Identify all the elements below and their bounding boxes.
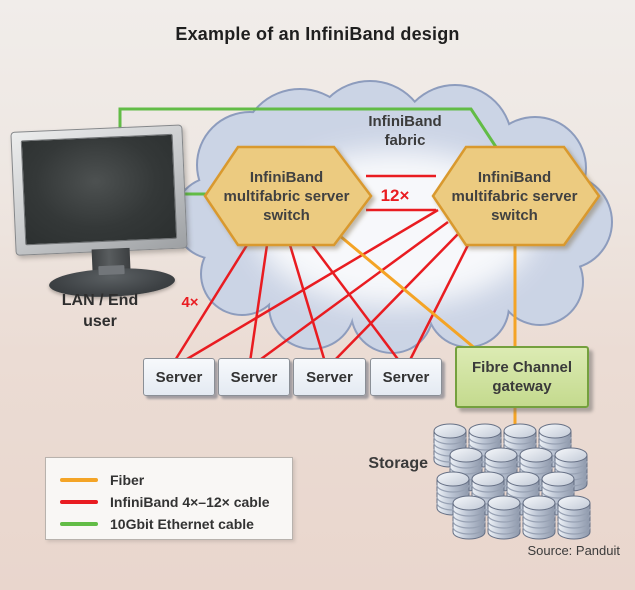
monitor-frame — [10, 124, 188, 256]
gateway-label-line1: Fibre Channel — [471, 359, 572, 376]
monitor-screen — [20, 133, 178, 246]
storage-disk — [522, 495, 556, 540]
server-3-label: Server — [306, 368, 353, 386]
right-switch-label-line2: multifabric server — [451, 188, 578, 205]
link-12x-label: 12× — [380, 186, 410, 205]
legend-item-infiniband-cable: InfiniBand 4×–12× cable — [60, 491, 282, 513]
legend-ethernet-label: 10Gbit Ethernet cable — [110, 516, 254, 532]
server-box-4: Server — [370, 358, 442, 396]
fibre-channel-gateway-box: Fibre Channel gateway — [455, 346, 589, 408]
link-4x-label: 4× — [181, 294, 199, 311]
left-switch-label: InfiniBand multifabric server switch — [204, 168, 369, 225]
left-switch-hexagon — [203, 145, 373, 247]
lan-end-user-label: LAN / End user — [40, 290, 160, 332]
cable-leftswitch-server1 — [172, 244, 249, 363]
storage-label: Storage — [368, 455, 428, 472]
lan-label-line1: LAN / End — [61, 292, 139, 309]
cable-rightswitch-server3 — [332, 233, 459, 363]
lan-end-user-monitor — [10, 124, 193, 302]
server-box-2: Server — [218, 358, 290, 396]
legend-item-ethernet-cable: 10Gbit Ethernet cable — [60, 513, 282, 535]
server-box-3: Server — [293, 358, 366, 396]
cable-leftswitch-server2 — [248, 244, 269, 363]
storage-disk — [557, 495, 591, 540]
infiniband-cable-swatch — [60, 500, 98, 504]
right-switch-label: InfiniBand multifabric server switch — [432, 168, 597, 225]
fiber-line-swatch — [60, 478, 98, 482]
gateway-label-line2: gateway — [492, 378, 552, 395]
right-switch-label-line1: InfiniBand — [477, 169, 552, 186]
fabric-label: InfiniBand fabric — [352, 112, 458, 150]
server-4-label: Server — [382, 368, 430, 386]
fiber-leftswitch-gateway — [339, 234, 478, 352]
cable-rightswitch-server1 — [181, 208, 439, 364]
lan-label-line2: user — [83, 313, 117, 330]
right-switch-label-line3: switch — [491, 207, 538, 224]
cable-rightswitch-server4 — [407, 244, 470, 363]
storage-disk — [452, 495, 486, 540]
fabric-label-line1: InfiniBand — [368, 113, 442, 130]
server-1-label: Server — [155, 368, 203, 386]
ethernet-lan-rightswitch — [118, 107, 498, 148]
infiniband-cables — [172, 174, 470, 364]
ethernet-cable-swatch — [60, 522, 98, 526]
diagram-title: Example of an InfiniBand design — [175, 24, 460, 44]
cable-leftswitch-server4 — [311, 244, 401, 363]
source-credit: Source: Panduit — [527, 543, 620, 558]
legend-fiber-label: Fiber — [110, 472, 145, 488]
left-switch-label-line1: InfiniBand — [249, 169, 324, 186]
cable-leftswitch-server3 — [288, 244, 327, 363]
monitor-stand-highlight — [98, 265, 125, 276]
left-switch-label-line3: switch — [263, 207, 310, 224]
right-switch-hexagon — [431, 145, 601, 247]
fabric-label-line2: fabric — [384, 132, 426, 149]
legend-infiniband-label: InfiniBand 4×–12× cable — [110, 494, 270, 510]
storage-disk-array — [433, 423, 591, 540]
left-switch-label-line2: multifabric server — [223, 188, 350, 205]
fiber-lines — [339, 234, 517, 427]
server-2-label: Server — [230, 368, 278, 386]
cable-rightswitch-server2 — [256, 220, 449, 364]
legend-item-fiber: Fiber — [60, 469, 282, 491]
legend-box: Fiber InfiniBand 4×–12× cable 10Gbit Eth… — [45, 457, 293, 540]
server-box-1: Server — [143, 358, 215, 396]
storage-disk — [487, 495, 521, 540]
